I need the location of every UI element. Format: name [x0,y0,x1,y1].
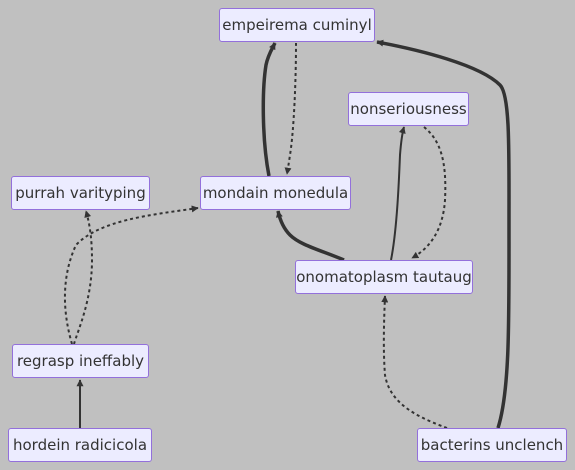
edge-regrasp-to-mondain [63,205,199,345]
node-onomatoplasm-tautaug[interactable]: onomatoplasm tautaug [295,260,473,294]
node-empeirema-cuminyl[interactable]: empeirema cuminyl [219,8,375,42]
node-label: regrasp ineffably [16,352,145,370]
edge-onomato-to-mondain [275,210,345,262]
node-mondain-monedula[interactable]: mondain monedula [200,176,351,210]
edge-nonserious-to-onomato [411,126,447,259]
node-label: onomatoplasm tautaug [296,268,472,286]
node-label: mondain monedula [202,184,349,202]
node-nonseriousness[interactable]: nonseriousness [348,92,469,126]
node-bacterins-unclench[interactable]: bacterins unclench [417,428,567,462]
node-hordein-radicicola[interactable]: hordein radicicola [8,428,152,462]
node-label: hordein radicicola [12,436,148,454]
edge-regrasp-to-purrah [73,210,94,345]
edge-bacterins-to-onomato [381,295,448,429]
edge-bacterins-to-empeirema [376,39,511,429]
node-label: bacterins unclench [420,436,564,454]
node-label: nonseriousness [350,100,467,118]
node-regrasp-ineffably[interactable]: regrasp ineffably [12,344,149,378]
edge-mondain-to-empeirema [261,42,277,177]
node-label: empeirema cuminyl [222,16,372,34]
node-purrah-varityping[interactable]: purrah varityping [11,176,150,210]
edge-empeirema-to-mondain [284,42,297,175]
edge-onomato-to-nonserious [390,126,406,261]
node-label: purrah varityping [15,184,146,202]
